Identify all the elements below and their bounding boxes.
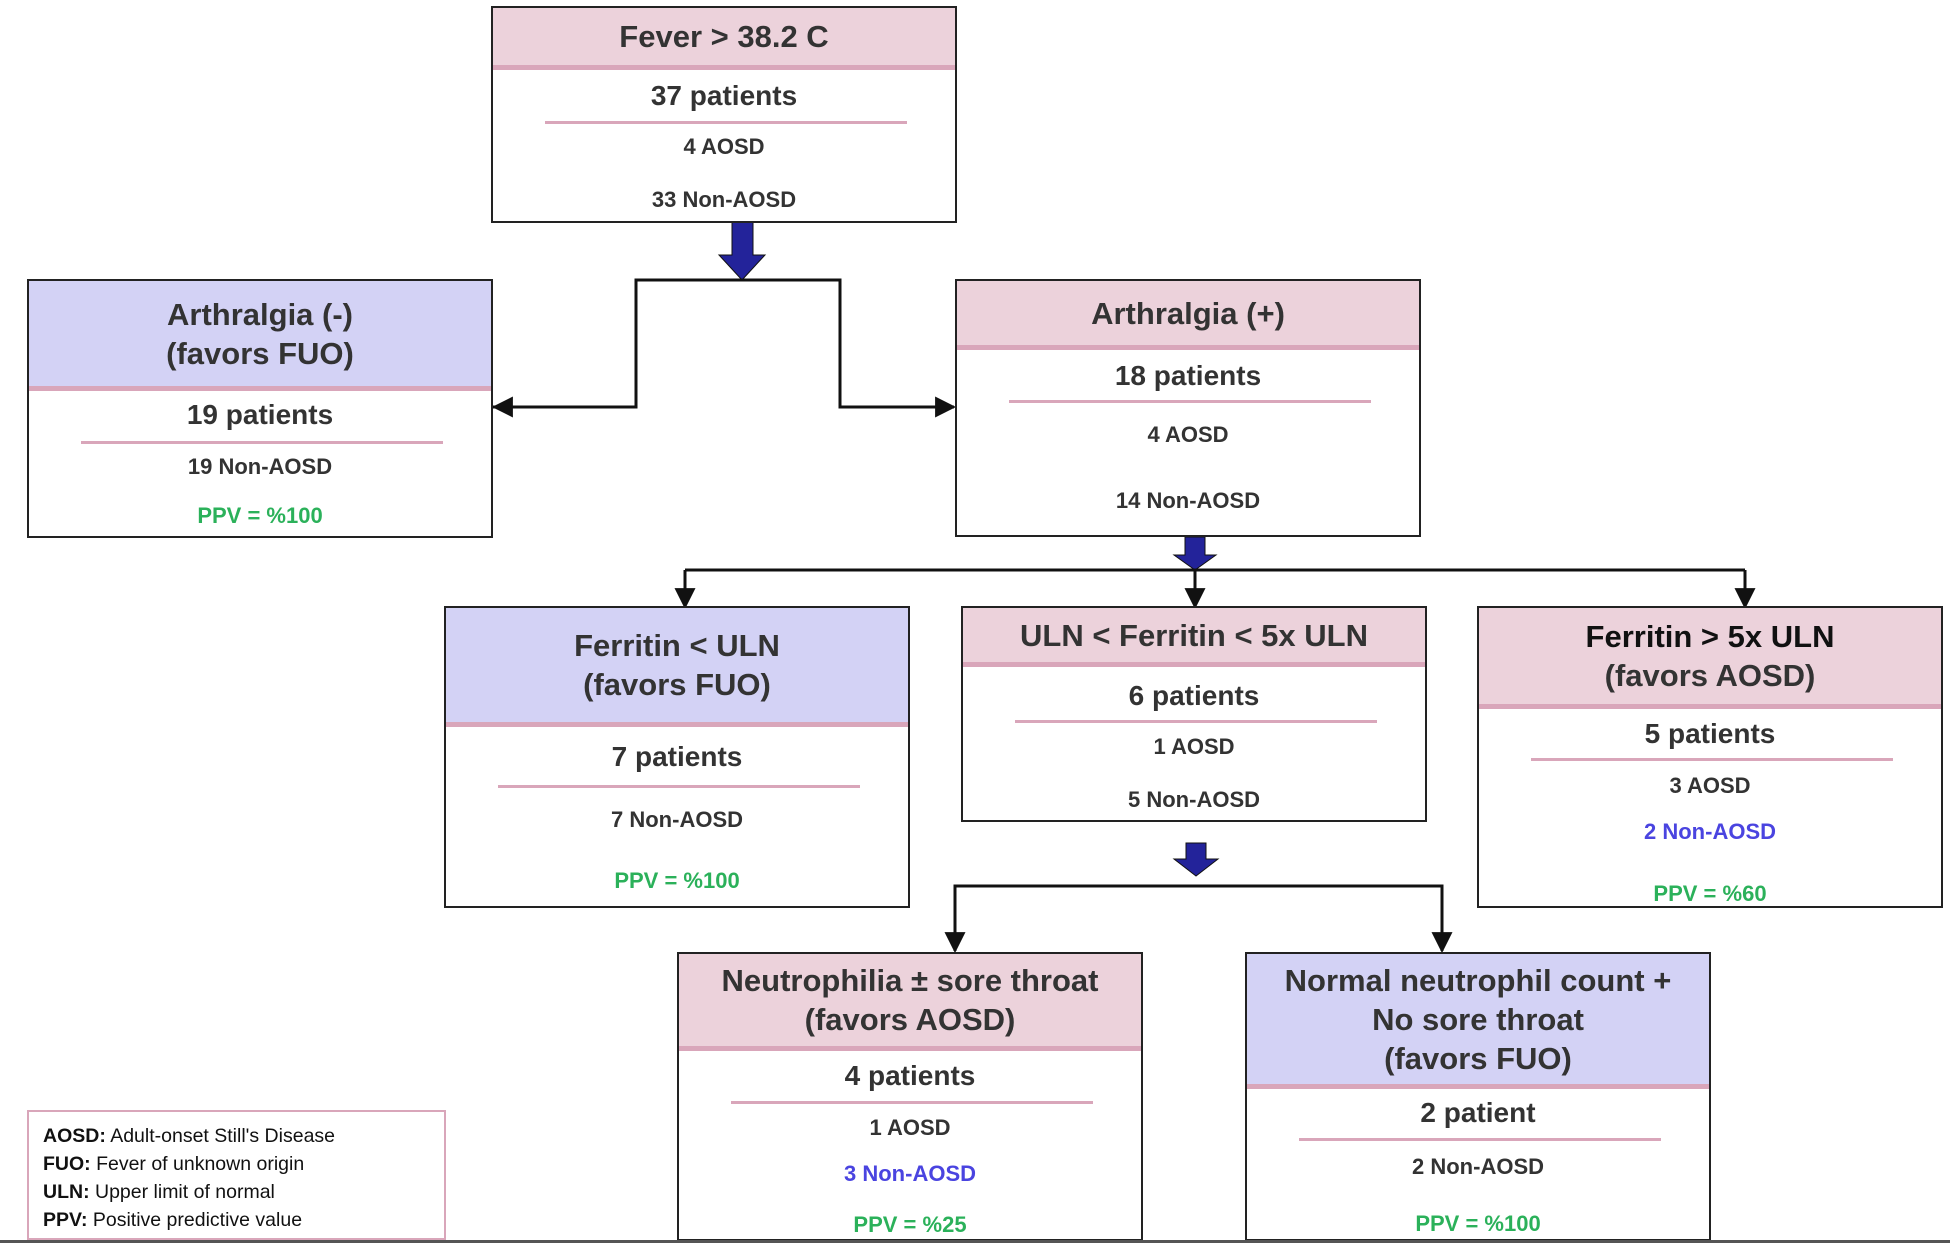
node-title-line-2: No sore throat bbox=[1372, 1001, 1584, 1037]
separator bbox=[1531, 758, 1893, 761]
block-arrow-ferritin-mid bbox=[1172, 842, 1220, 877]
legend-text: Fever of unknown origin bbox=[96, 1153, 305, 1175]
abbreviation-legend: AOSD: Adult-onset Still's Disease FUO: F… bbox=[27, 1110, 446, 1240]
block-arrow-fever bbox=[717, 219, 767, 281]
node-neutrophilia: Neutrophilia ± sore throat (favors AOSD)… bbox=[677, 952, 1143, 1241]
separator bbox=[545, 121, 907, 124]
legend-abbr: ULN: bbox=[43, 1181, 90, 1203]
aosd-count: 4 AOSD bbox=[683, 134, 765, 159]
legend-text: Upper limit of normal bbox=[95, 1181, 275, 1203]
patients-count: 19 patients bbox=[186, 399, 334, 430]
separator bbox=[498, 785, 860, 788]
aosd-count: 1 AOSD bbox=[1153, 734, 1235, 759]
separator bbox=[1299, 1138, 1661, 1141]
aosd-count: 1 AOSD bbox=[869, 1115, 951, 1140]
aosd-count: 4 AOSD bbox=[1147, 422, 1229, 447]
node-title: Arthralgia (-) bbox=[167, 296, 353, 332]
aosd-count: 3 AOSD bbox=[1669, 773, 1751, 798]
node-arthralgia-negative: Arthralgia (-) (favors FUO) 19 patients … bbox=[27, 279, 493, 538]
non-aosd-count: 5 Non-AOSD bbox=[1128, 787, 1260, 812]
node-normal-neutrophil-header: Normal neutrophil count + No sore throat… bbox=[1247, 954, 1709, 1089]
separator bbox=[81, 441, 443, 444]
ppv-value: PPV = %100 bbox=[1415, 1211, 1541, 1236]
legend-item: AOSD: Adult-onset Still's Disease bbox=[43, 1122, 430, 1150]
non-aosd-count: 3 Non-AOSD bbox=[844, 1161, 976, 1186]
ppv-value: PPV = %100 bbox=[614, 868, 740, 893]
node-subtitle: (favors AOSD) bbox=[1604, 658, 1816, 693]
non-aosd-count: 19 Non-AOSD bbox=[187, 454, 333, 479]
connector-fever-split bbox=[490, 278, 951, 409]
node-neutrophilia-header: Neutrophilia ± sore throat (favors AOSD) bbox=[679, 954, 1141, 1051]
patients-count: 37 patients bbox=[650, 80, 798, 111]
non-aosd-count: 2 Non-AOSD bbox=[1644, 819, 1776, 844]
bottom-rule bbox=[0, 1240, 1950, 1243]
node-subtitle: (favors FUO) bbox=[1384, 1040, 1572, 1076]
non-aosd-count: 2 Non-AOSD bbox=[1412, 1154, 1544, 1179]
node-subtitle: (favors FUO) bbox=[166, 335, 354, 371]
node-fever-header: Fever > 38.2 C bbox=[493, 8, 955, 70]
node-ferritin-mid-header: ULN < Ferritin < 5x ULN bbox=[963, 608, 1425, 667]
node-title: Normal neutrophil count + bbox=[1284, 962, 1672, 998]
ppv-value: PPV = %60 bbox=[1653, 881, 1767, 906]
connector-neutrophil-split bbox=[953, 884, 1444, 948]
legend-abbr: AOSD: bbox=[43, 1125, 106, 1147]
node-title: Ferritin > 5x ULN bbox=[1585, 619, 1835, 654]
legend-text: Adult-onset Still's Disease bbox=[110, 1125, 336, 1147]
node-title: Neutrophilia ± sore throat bbox=[721, 963, 1099, 998]
node-ferritin-mid: ULN < Ferritin < 5x ULN 6 patients 1 AOS… bbox=[961, 606, 1427, 822]
ppv-value: PPV = %100 bbox=[197, 503, 323, 528]
node-ferritin-above-5x-uln-header: Ferritin > 5x ULN (favors AOSD) bbox=[1479, 608, 1941, 709]
node-normal-neutrophil: Normal neutrophil count + No sore throat… bbox=[1245, 952, 1711, 1241]
patients-count: 7 patients bbox=[611, 741, 743, 772]
patients-count: 6 patients bbox=[1128, 680, 1260, 711]
node-title: Ferritin < ULN bbox=[574, 628, 780, 663]
separator bbox=[1015, 720, 1377, 723]
node-ferritin-above-5x-uln: Ferritin > 5x ULN (favors AOSD) 5 patien… bbox=[1477, 606, 1943, 908]
non-aosd-count: 14 Non-AOSD bbox=[1115, 488, 1261, 513]
node-title: Arthralgia (+) bbox=[1091, 295, 1285, 331]
block-arrow-arthralgia-pos bbox=[1172, 536, 1218, 571]
legend-abbr: FUO: bbox=[43, 1153, 91, 1175]
node-arthralgia-positive-header: Arthralgia (+) bbox=[957, 281, 1419, 350]
node-ferritin-below-uln-header: Ferritin < ULN (favors FUO) bbox=[446, 608, 908, 727]
separator bbox=[731, 1101, 1093, 1104]
node-subtitle: (favors FUO) bbox=[583, 667, 771, 702]
ppv-value: PPV = %25 bbox=[853, 1212, 967, 1237]
patients-count: 18 patients bbox=[1114, 360, 1262, 391]
node-ferritin-below-uln: Ferritin < ULN (favors FUO) 7 patients 7… bbox=[444, 606, 910, 908]
node-subtitle: (favors AOSD) bbox=[804, 1002, 1016, 1037]
patients-count: 5 patients bbox=[1644, 718, 1776, 749]
node-fever: Fever > 38.2 C 37 patients 4 AOSD 33 Non… bbox=[491, 6, 957, 223]
patients-count: 2 patient bbox=[1420, 1097, 1536, 1128]
patients-count: 4 patients bbox=[844, 1060, 976, 1091]
node-fever-title: Fever > 38.2 C bbox=[619, 19, 829, 54]
non-aosd-count: 7 Non-AOSD bbox=[611, 807, 743, 832]
legend-item: PPV: Positive predictive value bbox=[43, 1206, 430, 1234]
node-title: ULN < Ferritin < 5x ULN bbox=[1020, 617, 1368, 653]
non-aosd-count: 33 Non-AOSD bbox=[651, 187, 797, 212]
legend-item: ULN: Upper limit of normal bbox=[43, 1178, 430, 1206]
separator bbox=[1009, 400, 1371, 403]
node-arthralgia-negative-header: Arthralgia (-) (favors FUO) bbox=[29, 281, 491, 391]
node-arthralgia-positive: Arthralgia (+) 18 patients 4 AOSD 14 Non… bbox=[955, 279, 1421, 537]
legend-item: FUO: Fever of unknown origin bbox=[43, 1150, 430, 1178]
legend-abbr: PPV: bbox=[43, 1209, 88, 1231]
legend-text: Positive predictive value bbox=[92, 1209, 303, 1231]
